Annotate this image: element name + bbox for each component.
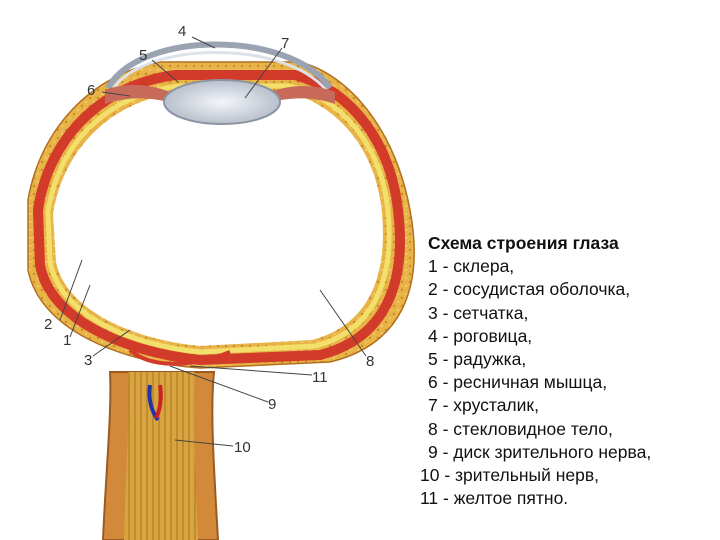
callout-7: 7	[281, 35, 289, 52]
legend-item: 7 - хрусталик,	[428, 395, 539, 416]
legend-item: 9 - диск зрительного нерва,	[428, 441, 652, 462]
callout-4: 4	[178, 23, 186, 40]
callout-1: 1	[63, 332, 71, 349]
iris-ciliary	[105, 84, 335, 104]
lens	[163, 79, 281, 125]
eyeball-outer-layers	[27, 61, 415, 369]
callout-3: 3	[84, 352, 92, 369]
legend: Схема строения глаза 1 - склера, 2 - сос…	[418, 232, 713, 510]
legend-item: 6 - ресничная мышца,	[428, 372, 608, 393]
callout-6: 6	[87, 82, 95, 99]
callout-2: 2	[44, 316, 52, 333]
cornea	[105, 41, 333, 90]
legend-title: Схема строения глаза	[428, 233, 619, 253]
legend-item: 3 - сетчатка,	[428, 302, 529, 323]
legend-item: 1 - склера,	[428, 256, 515, 277]
legend-item: 11 - желтое пятно.	[420, 488, 569, 509]
callout-11: 11	[312, 369, 328, 386]
callout-5: 5	[139, 47, 147, 64]
callout-10: 10	[234, 439, 251, 456]
leader-lines	[59, 36, 367, 447]
legend-item: 5 - радужка,	[428, 349, 527, 370]
legend-item: 4 - роговица,	[428, 325, 533, 346]
legend-item: 2 - сосудистая оболочка,	[428, 279, 631, 300]
callout-8: 8	[366, 353, 374, 370]
callout-9: 9	[268, 396, 276, 413]
legend-item: 10 - зрительный нерв,	[420, 465, 600, 486]
cornea-inner	[110, 51, 328, 91]
optic-nerve	[101, 371, 220, 540]
legend-item: 8 - стекловидное тело,	[428, 418, 613, 439]
